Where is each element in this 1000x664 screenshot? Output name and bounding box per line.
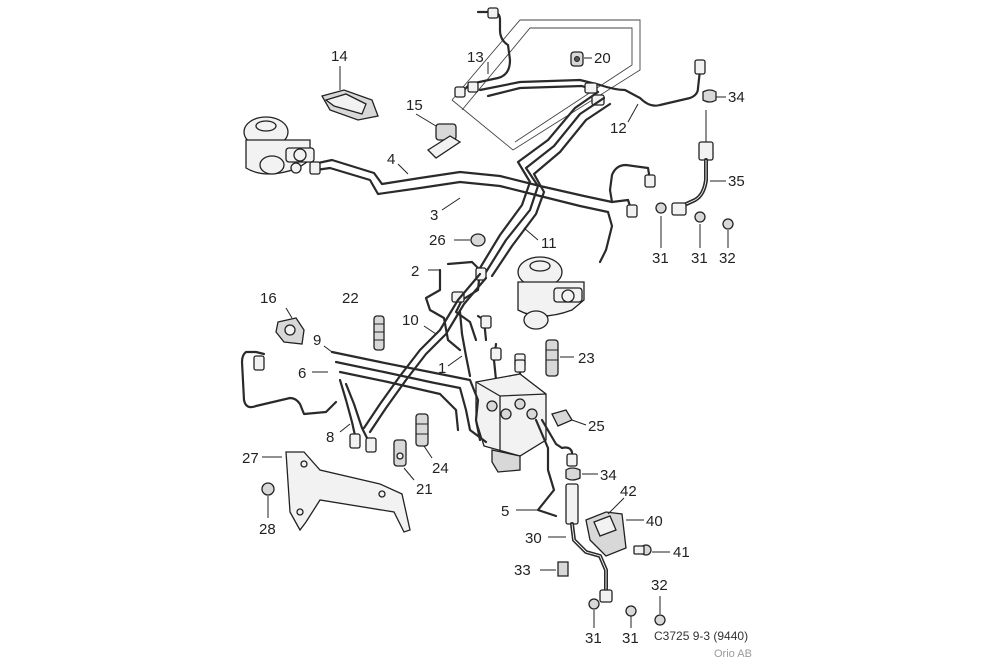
grommet-25 xyxy=(551,409,573,427)
callout-20: 20 xyxy=(594,50,611,67)
clip-24 xyxy=(415,413,429,447)
callout-28: 28 xyxy=(259,521,276,538)
callout-21: 21 xyxy=(416,481,433,498)
callout-23: 23 xyxy=(578,350,595,367)
callout-31-b: 31 xyxy=(691,250,708,267)
brake-pipe-8 xyxy=(338,378,377,453)
callout-11: 11 xyxy=(541,235,557,252)
washers-31-32-lower xyxy=(588,598,666,626)
callout-31-d: 31 xyxy=(622,630,639,647)
clip-21 xyxy=(393,439,407,467)
callout-32-a: 32 xyxy=(719,250,736,267)
callout-12: 12 xyxy=(610,120,627,137)
callout-2: 2 xyxy=(411,263,419,280)
callout-35: 35 xyxy=(728,173,745,190)
sensor-15 xyxy=(426,123,462,159)
brand-mark: Orio AB xyxy=(714,648,752,660)
brake-hose-35 xyxy=(671,110,714,216)
washers-31-32-upper xyxy=(655,202,734,230)
callout-26: 26 xyxy=(429,232,446,249)
master-cylinder-left xyxy=(243,116,315,175)
grommet-26 xyxy=(470,233,486,247)
master-cylinder-center xyxy=(517,256,585,330)
callout-41: 41 xyxy=(673,544,690,561)
callout-32-b: 32 xyxy=(651,577,668,594)
callout-22: 22 xyxy=(342,290,359,307)
callout-6: 6 xyxy=(298,365,306,382)
union-34-bottom xyxy=(565,467,581,481)
callout-5: 5 xyxy=(501,503,509,520)
brake-pipe-3 xyxy=(314,166,614,264)
callout-27: 27 xyxy=(242,450,259,467)
bracket-16 xyxy=(275,317,305,345)
abs-modulator xyxy=(475,373,547,473)
clip-23 xyxy=(545,339,559,377)
callout-16: 16 xyxy=(260,290,277,307)
brake-pipe-2 xyxy=(424,260,487,352)
callout-34-bottom: 34 xyxy=(600,467,617,484)
callout-3: 3 xyxy=(430,207,438,224)
callout-42: 42 xyxy=(620,483,637,500)
heat-shield-27 xyxy=(285,451,411,533)
callout-34-top: 34 xyxy=(728,89,745,106)
callout-25: 25 xyxy=(588,418,605,435)
callout-24: 24 xyxy=(432,460,449,477)
nut-28 xyxy=(261,482,275,496)
brake-pipe-9 xyxy=(330,350,488,444)
callout-1: 1 xyxy=(438,360,446,377)
callout-4: 4 xyxy=(387,151,395,168)
brake-pipe-6 xyxy=(240,350,338,416)
brake-pipe-1 xyxy=(458,310,526,394)
callout-8: 8 xyxy=(326,429,334,446)
union-34-top xyxy=(702,89,717,103)
brake-pipe-5 xyxy=(534,418,578,518)
callout-30: 30 xyxy=(525,530,542,547)
bolt-41 xyxy=(633,544,652,556)
callout-labels: 14 13 20 34 15 12 4 35 3 26 11 31 31 32 … xyxy=(242,48,745,647)
brake-pipe-10 xyxy=(362,272,488,434)
figure-caption: C3725 9-3 (9440) xyxy=(654,629,748,643)
leader-lines xyxy=(262,57,729,628)
brake-pipe-11 xyxy=(478,90,612,278)
brake-hose-30 xyxy=(565,483,613,603)
callout-40: 40 xyxy=(646,513,663,530)
callout-13: 13 xyxy=(467,49,484,66)
clip-33 xyxy=(557,561,569,577)
callout-31-a: 31 xyxy=(652,250,669,267)
callout-14: 14 xyxy=(331,48,348,65)
brake-pipe-4 xyxy=(309,158,656,218)
callout-15: 15 xyxy=(406,97,423,114)
bracket-40 xyxy=(585,511,627,557)
clip-20 xyxy=(570,51,584,67)
callout-10: 10 xyxy=(402,312,419,329)
callout-33: 33 xyxy=(514,562,531,579)
callout-9: 9 xyxy=(313,332,321,349)
brake-pipe-12 xyxy=(478,59,706,107)
clip-22 xyxy=(373,315,385,351)
bracket-14 xyxy=(321,89,379,121)
callout-31-c: 31 xyxy=(585,630,602,647)
brake-pipe-13 xyxy=(454,7,512,98)
